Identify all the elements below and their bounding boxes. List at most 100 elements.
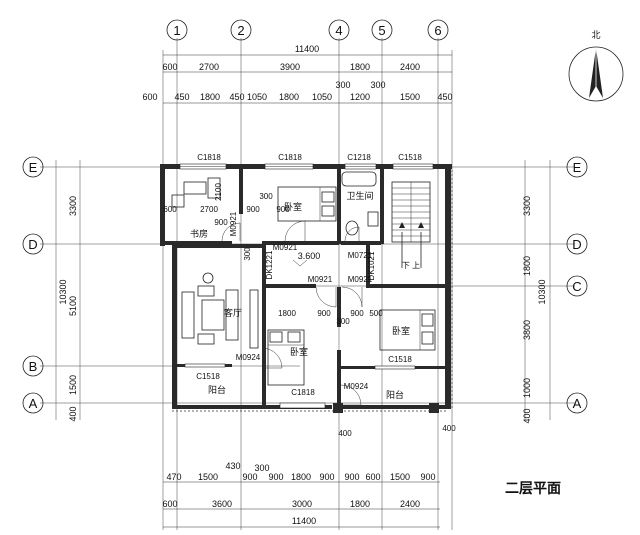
bed-bedroom1 [277,186,337,222]
svg-text:2700: 2700 [200,205,218,214]
dim-left-total: 10300 [58,279,68,304]
svg-text:C1518: C1518 [398,153,422,162]
dim-left-5100: 5100 [68,296,78,316]
axis-bubble-A-left: A [22,392,44,414]
dim-bottom-row2-4: 2400 [400,499,420,509]
dim-top-row2-0: 600 [142,92,157,102]
svg-text:400: 400 [442,424,456,433]
axis-bubble-C-right: C [566,275,588,297]
elevation-triangle [292,259,308,267]
dim-left-3300: 3300 [68,196,78,216]
north-arrow: 北 [568,30,624,102]
svg-text:300: 300 [336,317,350,326]
svg-text:M0921: M0921 [229,211,238,236]
door-balcony-left: M0924 [236,347,283,369]
dim-bottom-row1-7: 600 [365,472,380,482]
room-label-bedroom2: 卧室 [290,346,308,357]
door-bedroom1: M0921 [273,220,306,252]
svg-text:E: E [573,160,582,175]
drawing-title: 二层平面 [505,480,561,496]
dim-bottom-row2-0: 600 [162,499,177,509]
svg-text:C1218: C1218 [347,153,371,162]
door-bedroom3: M0921 [341,275,373,308]
svg-text:900: 900 [317,309,331,318]
svg-text:DK1221: DK1221 [265,250,274,279]
svg-text:300: 300 [243,247,252,261]
dim-bottom-row1-8: 1500 [390,472,410,482]
opening-dk1221: DK1221 [265,250,274,279]
axis-bubble-5: 5 [371,19,393,41]
elevation-mark: 3.600 [298,251,321,261]
window-c1518-stair: C1518 [392,153,434,170]
svg-text:M0721: M0721 [348,251,373,260]
svg-text:A: A [573,396,582,411]
door-study: M0921 [221,211,241,242]
dim-top-300b: 300 [370,80,385,90]
dim-bottom-total: 11400 [292,516,316,526]
svg-text:C1818: C1818 [278,153,302,162]
dim-bottom-row1-0: 470 [166,472,181,482]
svg-text:C1818: C1818 [197,153,221,162]
dimension-right: 10300 3300 1800 3800 1000 400 [522,196,547,424]
svg-text:400: 400 [338,429,352,438]
room-label-balcony-left: 阳台 [208,384,226,395]
dim-top-300a: 300 [335,80,350,90]
svg-text:M0924: M0924 [344,382,369,391]
dim-bottom-row2-3: 1800 [350,499,370,509]
opening-dk1021: DK1021 [367,251,376,280]
axis-bubble-1: 1 [166,19,188,41]
dim-right-1800: 1800 [522,256,532,276]
axis-bubble-4: 4 [328,19,350,41]
svg-text:B: B [29,359,38,374]
dim-bottom-row1-3: 900 [268,472,283,482]
dim-bottom-row2-2: 3000 [292,499,312,509]
room-label-balcony-right: 阳台 [386,389,404,400]
axis-bubble-6: 6 [427,19,449,41]
dim-top-row1-3: 1800 [350,62,370,72]
axis-bubble-B-left: B [22,355,44,377]
dim-right-total: 10300 [537,279,547,304]
svg-text:DK1021: DK1021 [367,251,376,280]
dim-bottom-row2-1: 3600 [212,499,232,509]
dim-bottom-row1-6: 900 [344,472,359,482]
dim-top-row1-2: 3900 [280,62,300,72]
svg-text:C1518: C1518 [388,355,412,364]
svg-text:1: 1 [173,23,180,38]
dim-bottom-row1-9: 900 [420,472,435,482]
dim-right-3800: 3800 [522,320,532,340]
dim-right-1000: 1000 [522,378,532,398]
window-c1818-bedroom1: C1818 [264,153,314,170]
bed-bedroom3 [379,309,436,351]
door-bathroom: M0721 [344,226,373,260]
dim-top-row1-0: 600 [162,62,177,72]
dim-top-row1-1: 2700 [199,62,219,72]
room-label-bathroom: 卫生间 [346,190,373,201]
svg-text:M0921: M0921 [348,275,373,284]
dim-top-row2-6: 1050 [312,92,332,102]
dim-right-3300: 3300 [522,196,532,216]
window-c1818-study: C1818 [179,153,227,170]
svg-text:2: 2 [237,23,244,38]
svg-text:M0921: M0921 [273,243,298,252]
window-c1518-bedroom3: C1518 [374,355,416,370]
dimension-bottom: 430 300 470 1500 900 900 1800 900 900 60… [162,461,440,528]
svg-text:E: E [29,160,38,175]
svg-text:5: 5 [378,23,385,38]
room-label-bedroom1: 卧室 [284,201,302,212]
svg-text:500: 500 [369,309,383,318]
dim-bottom-row1-1: 1500 [198,472,218,482]
svg-text:M0924: M0924 [236,353,261,362]
dimension-left: 10300 3300 5100 1500 400 [58,196,78,422]
svg-text:C1818: C1818 [291,388,315,397]
svg-text:2100: 2100 [214,183,223,201]
svg-text:A: A [29,396,38,411]
dim-left-1500: 1500 [68,375,78,395]
svg-text:C: C [572,279,581,294]
dim-top-row2-5: 1800 [279,92,299,102]
bathroom-fixtures [341,171,379,236]
svg-text:D: D [28,237,37,252]
dim-top-row2-4: 1050 [247,92,267,102]
door-balcony-right: M0924 [340,382,369,406]
dim-top-row2-8: 1500 [400,92,420,102]
room-label-bedroom3: 卧室 [392,325,410,336]
